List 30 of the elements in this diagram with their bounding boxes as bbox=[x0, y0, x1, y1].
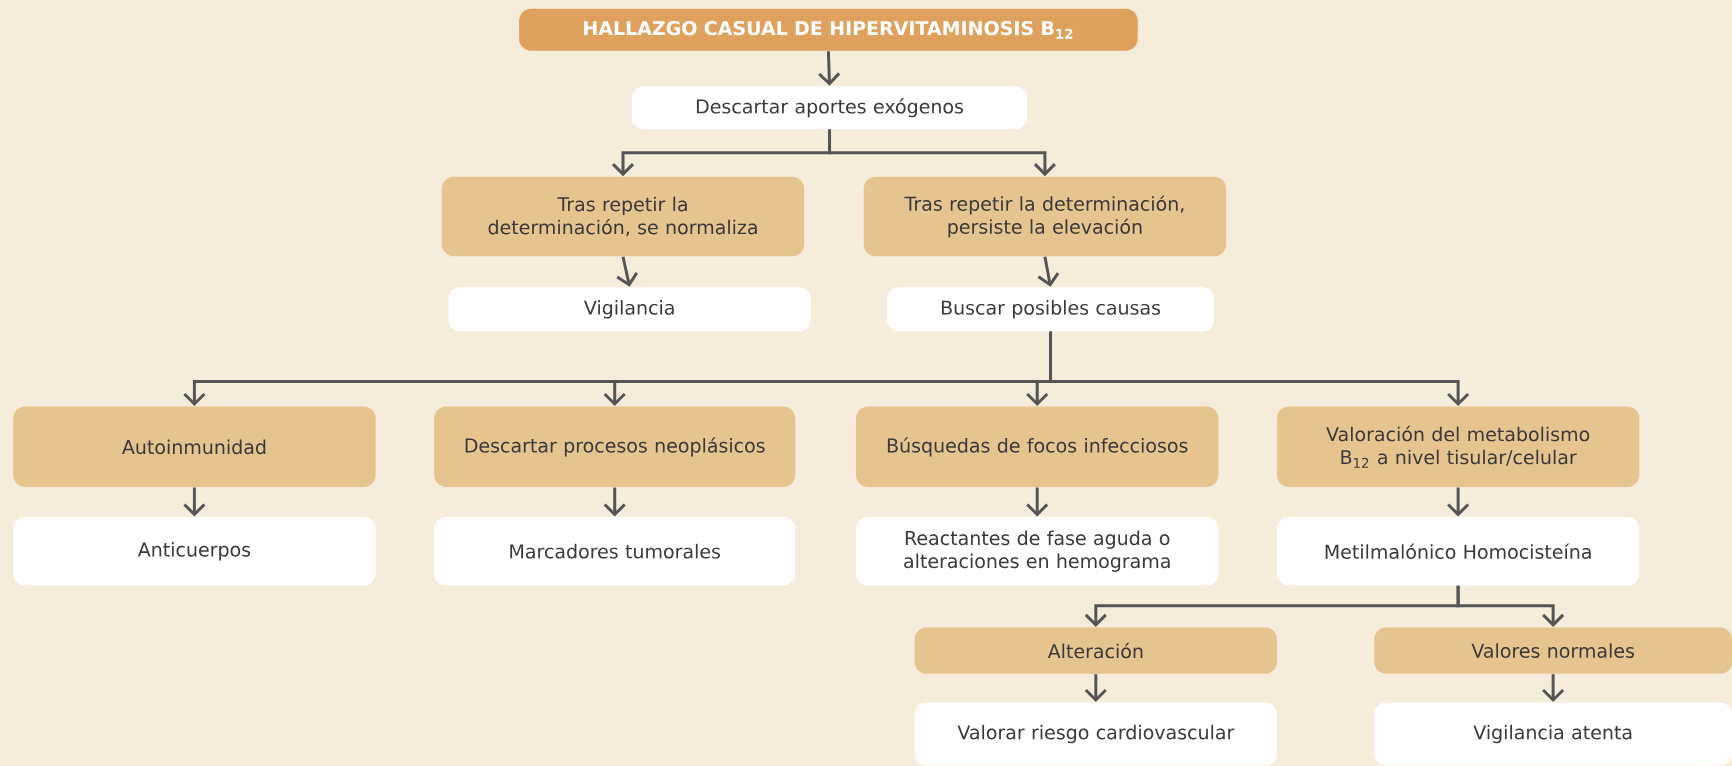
process-box: Valores normales bbox=[1374, 627, 1732, 674]
result-box: Descartar aportes exógenos bbox=[631, 86, 1028, 130]
process-box: Autoinmunidad bbox=[13, 406, 376, 488]
result-box: Vigilancia bbox=[448, 287, 811, 332]
result-box: Valorar riesgo cardiovascular bbox=[914, 702, 1277, 766]
arrow bbox=[1049, 331, 1470, 407]
process-box: Alteración bbox=[914, 627, 1277, 674]
result-box: Anticuerpos bbox=[13, 517, 376, 586]
process-box: Valoración del metabolismo B$_{12}$ a nivel tisular/celular bbox=[1276, 406, 1640, 488]
arrow bbox=[1456, 585, 1565, 627]
process-box: Tras repetir la determinación, se normaliza bbox=[441, 176, 805, 257]
process-box: Búsquedas de focos infecciosos bbox=[856, 406, 1219, 488]
result-box: Vigilancia atenta bbox=[1374, 702, 1732, 766]
arrow bbox=[1026, 487, 1049, 517]
arrow bbox=[828, 129, 1056, 177]
arrow bbox=[1447, 487, 1470, 517]
result-box: Marcadores tumorales bbox=[434, 517, 796, 586]
result-box: Reactantes de fase aguda o alteraciones en hemograma bbox=[856, 517, 1219, 586]
result-box: Buscar posibles causas bbox=[887, 287, 1214, 332]
process-box: Descartar procesos neoplásicos bbox=[434, 406, 796, 488]
arrow bbox=[1542, 674, 1565, 703]
arrow bbox=[183, 487, 206, 517]
arrow bbox=[603, 487, 626, 517]
arrow bbox=[818, 51, 841, 86]
result-box: Metilmalónico Homocisteína bbox=[1276, 517, 1640, 586]
title-box: HALLAZGO CASUAL DE HIPERVITAMINOSIS B$_{12}$ bbox=[519, 8, 1138, 51]
process-box: Tras repetir la determinación, persiste la elevación bbox=[863, 176, 1227, 257]
arrow bbox=[1037, 256, 1060, 287]
arrow bbox=[1084, 674, 1107, 703]
arrow bbox=[616, 256, 639, 287]
